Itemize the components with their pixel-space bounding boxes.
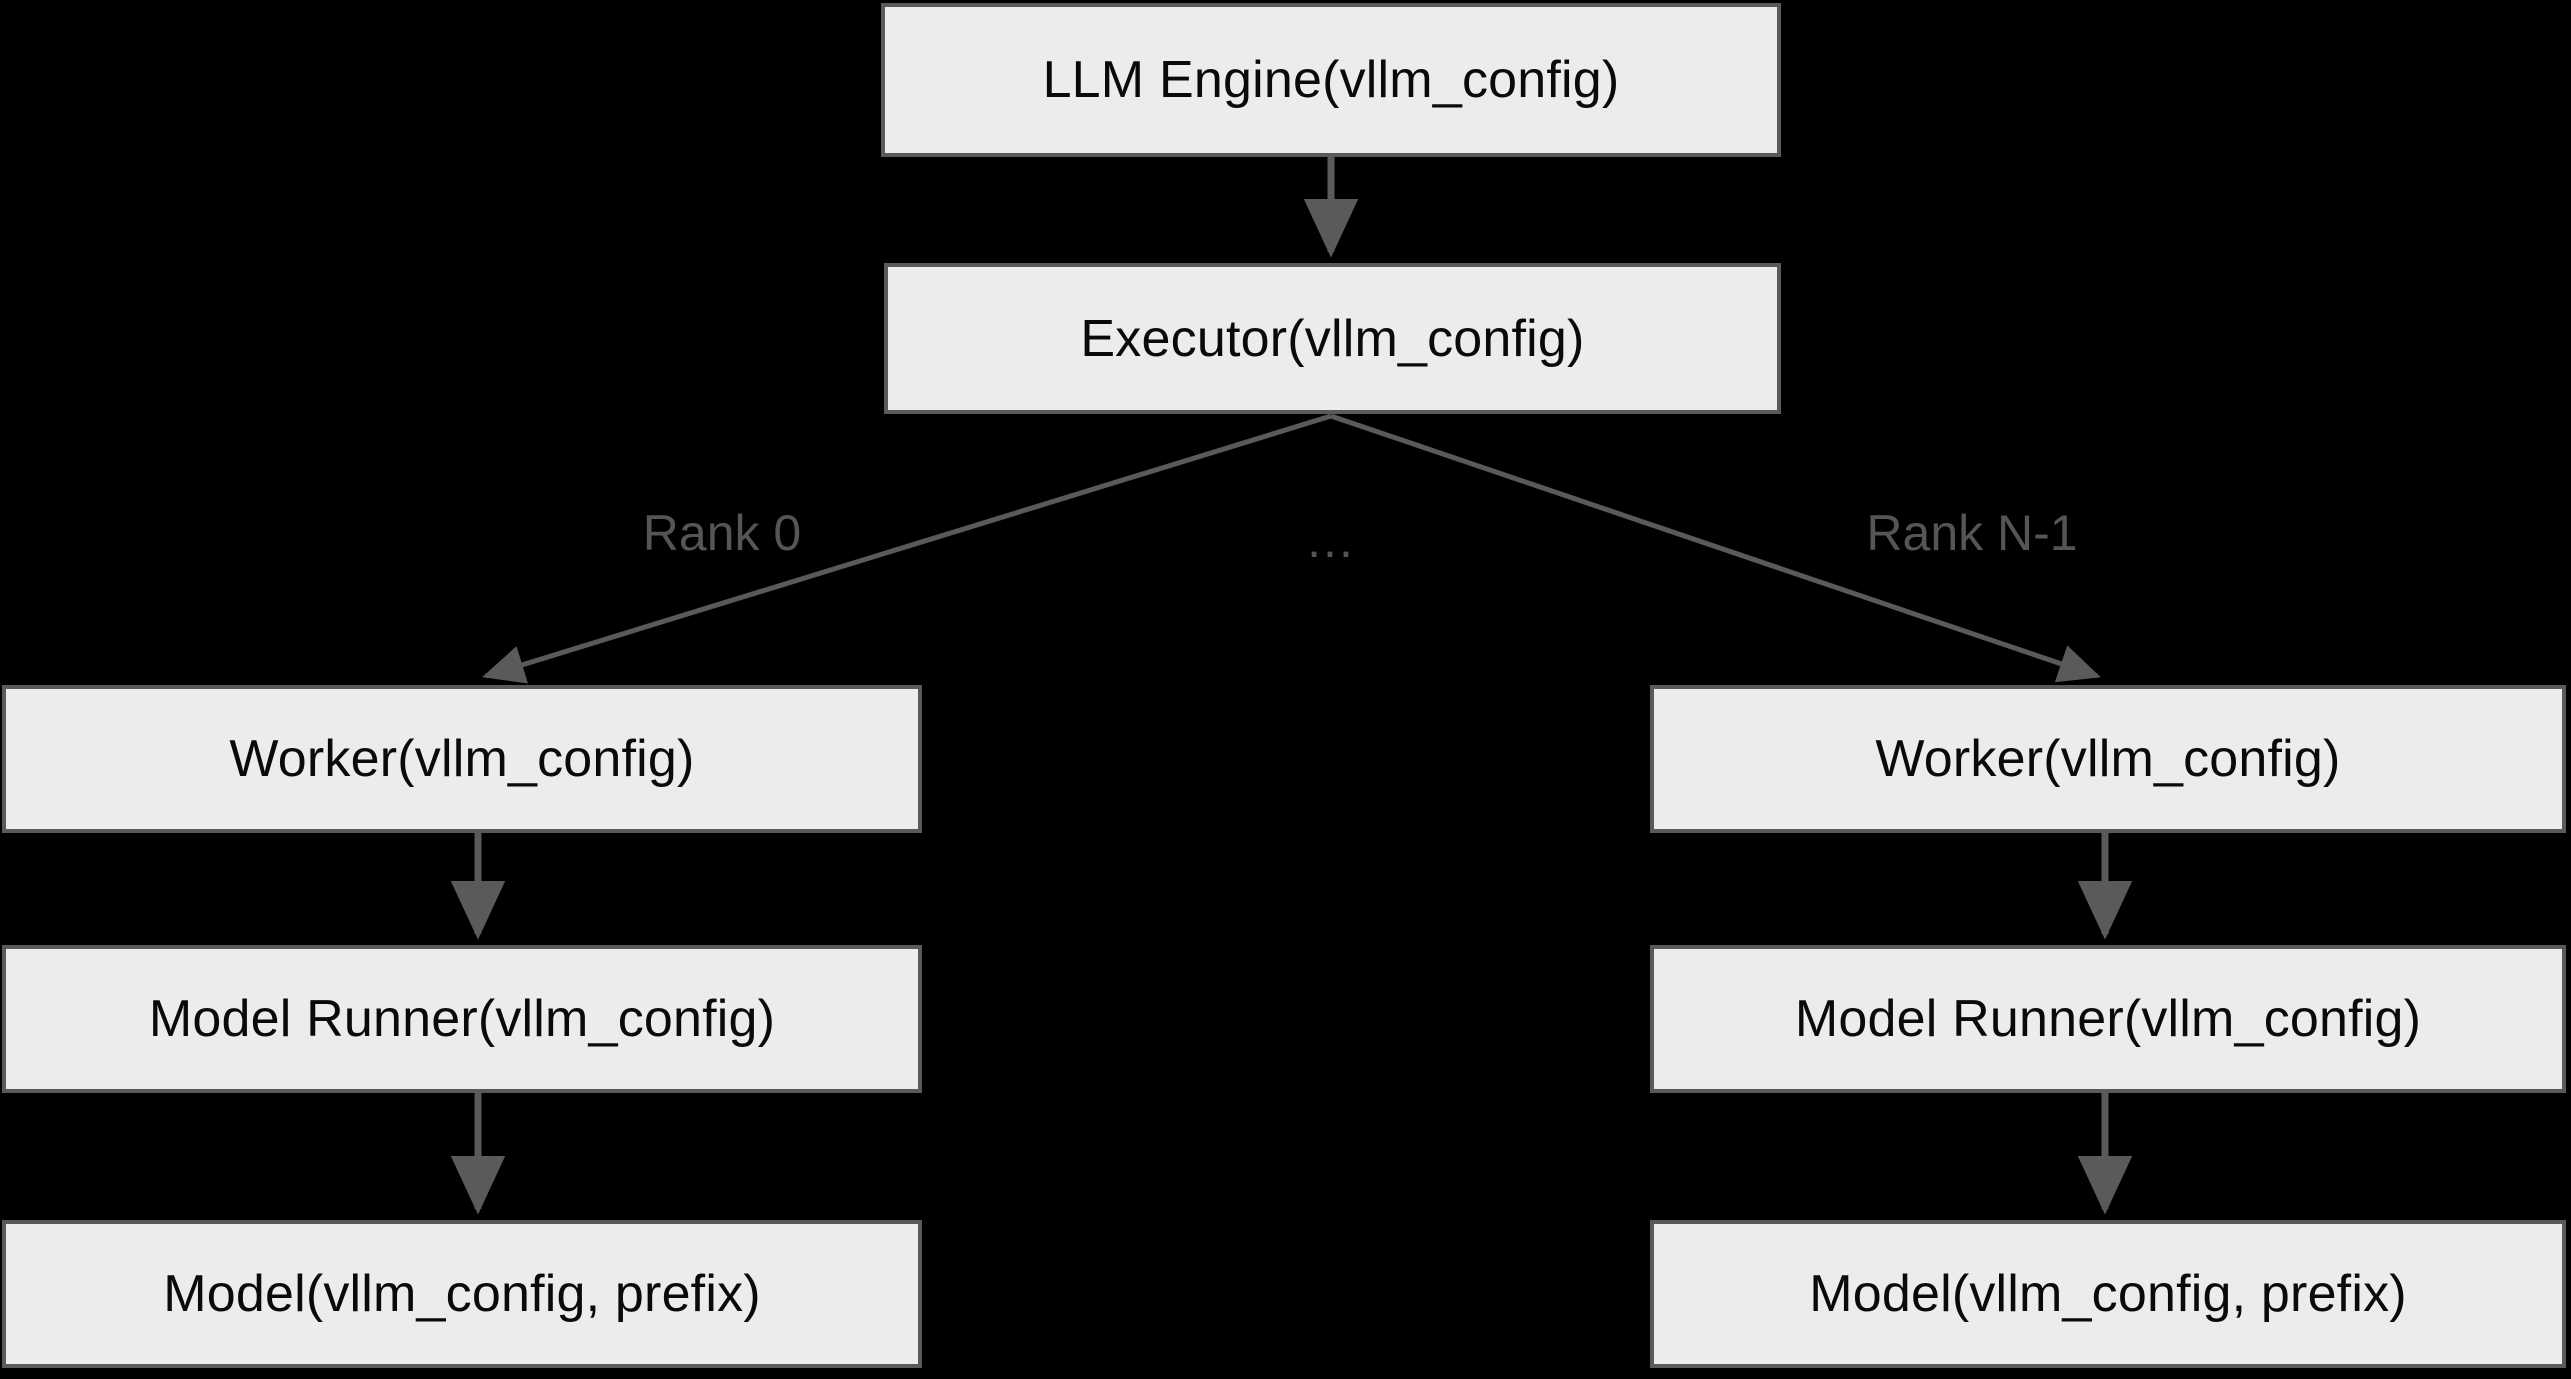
edge-label-rank-ellipsis-text: ...: [1307, 512, 1355, 568]
node-worker-rank-0-label: Worker(vllm_config): [229, 730, 695, 788]
edge-executor-to-worker-left: [482, 413, 1332, 684]
node-worker-rank-0[interactable]: Worker(vllm_config): [2, 685, 922, 833]
node-worker-rank-n-1-label: Worker(vllm_config): [1875, 730, 2341, 788]
node-model-runner-rank-0[interactable]: Model Runner(vllm_config): [2, 945, 922, 1093]
edge-label-rank-0-text: Rank 0: [642, 505, 802, 561]
edge-label-rank-ellipsis: ...: [1307, 515, 1355, 565]
node-model-rank-n-1[interactable]: Model(vllm_config, prefix): [1650, 1220, 2566, 1368]
node-llm-engine-label: LLM Engine(vllm_config): [1042, 51, 1620, 109]
node-model-rank-n-1-label: Model(vllm_config, prefix): [1809, 1265, 2407, 1323]
edge-label-rank-n-1-text: Rank N-1: [1866, 505, 2078, 561]
node-model-rank-0[interactable]: Model(vllm_config, prefix): [2, 1220, 922, 1368]
node-executor-label: Executor(vllm_config): [1080, 309, 1585, 368]
node-model-runner-rank-n-1[interactable]: Model Runner(vllm_config): [1650, 945, 2566, 1093]
node-executor[interactable]: Executor(vllm_config): [884, 263, 1781, 414]
edge-label-rank-0: Rank 0: [643, 504, 801, 562]
node-model-runner-rank-0-label: Model Runner(vllm_config): [148, 990, 776, 1048]
node-model-rank-0-label: Model(vllm_config, prefix): [163, 1265, 761, 1323]
node-worker-rank-n-1[interactable]: Worker(vllm_config): [1650, 685, 2566, 833]
node-model-runner-rank-n-1-label: Model Runner(vllm_config): [1794, 990, 2422, 1048]
edge-label-rank-n-1: Rank N-1: [1866, 504, 2077, 562]
node-llm-engine[interactable]: LLM Engine(vllm_config): [881, 3, 1781, 157]
